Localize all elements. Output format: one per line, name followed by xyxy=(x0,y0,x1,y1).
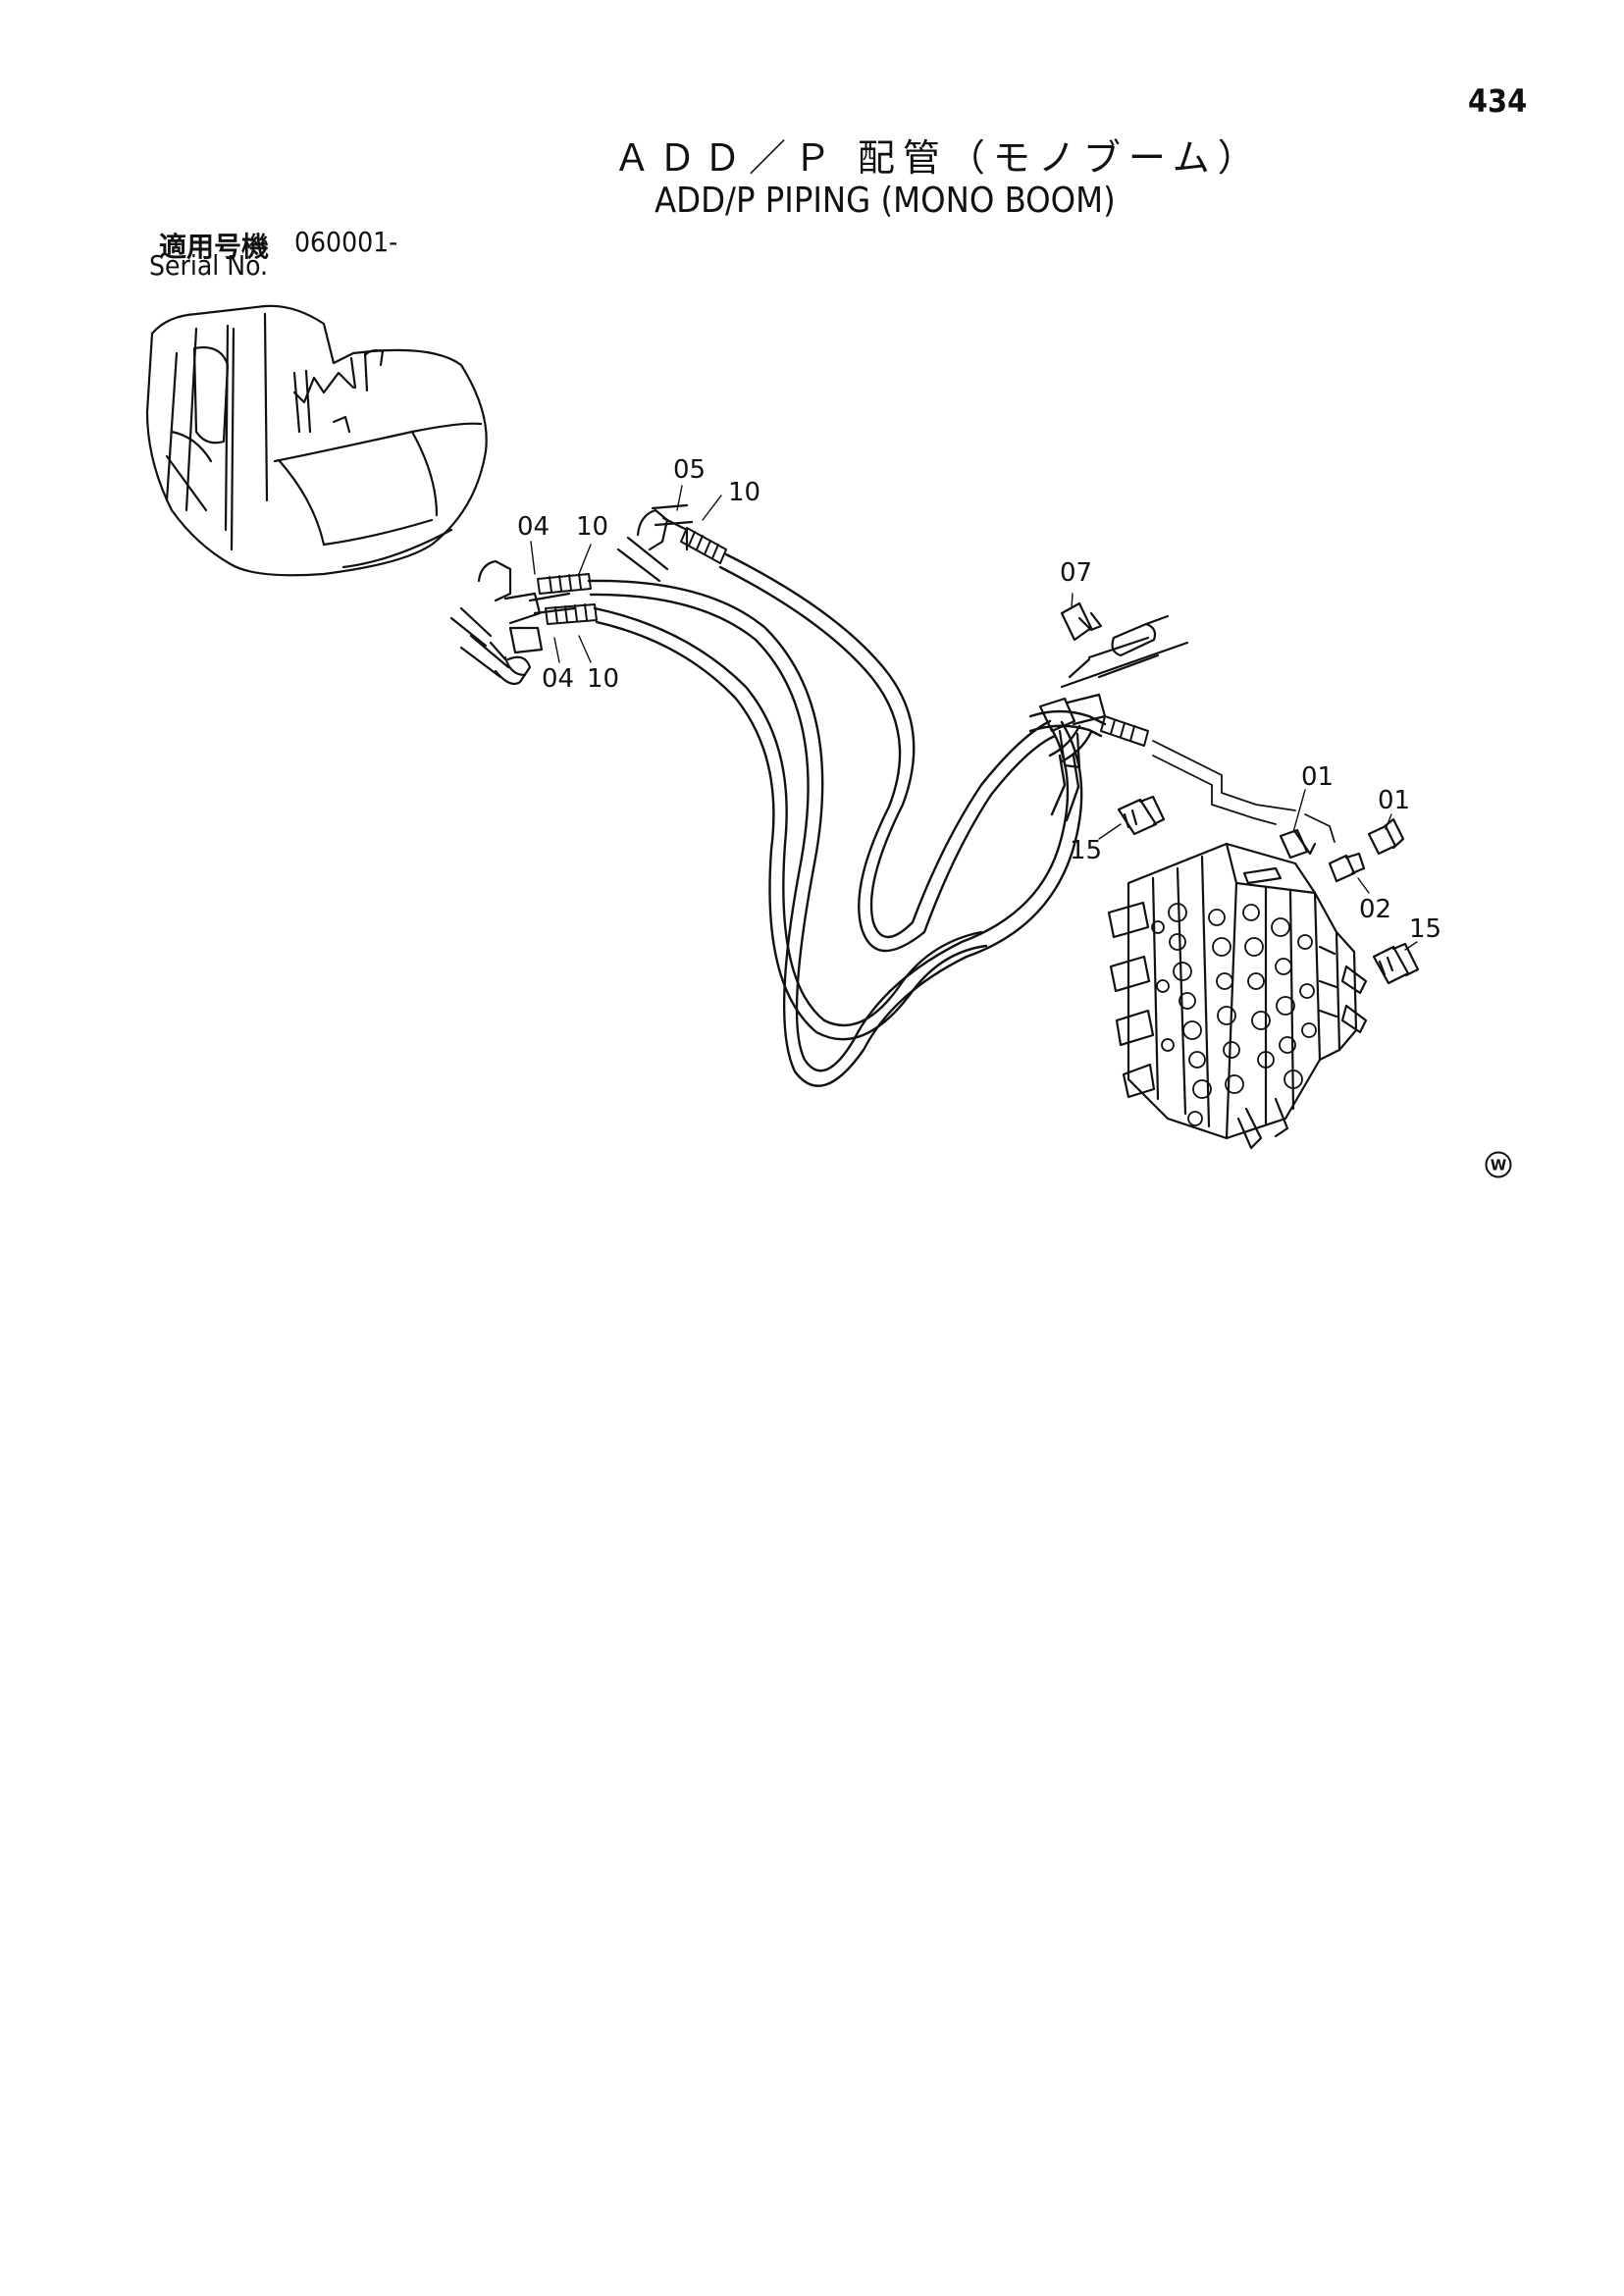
circled-w-mark: W xyxy=(1485,1151,1512,1178)
callout-04-lower: 04 xyxy=(542,664,574,694)
left-fittings xyxy=(449,503,694,686)
serial-label-english: Serial No. xyxy=(149,249,269,282)
mark-letter: W xyxy=(1491,1157,1507,1174)
hose-couplings xyxy=(537,527,1149,747)
title-japanese: ＡＤＤ／Ｐ 配管（モノブーム） xyxy=(613,136,1263,180)
tee-and-fitting-07 xyxy=(1038,601,1189,769)
callout-05: 05 xyxy=(673,455,706,485)
control-valve xyxy=(1107,842,1368,1150)
callout-15-right: 15 xyxy=(1409,914,1441,944)
callout-15-left: 15 xyxy=(1070,836,1102,865)
callout-01-left: 01 xyxy=(1301,762,1334,792)
valve-port-circles xyxy=(1151,903,1317,1126)
serial-number-value: 060001- xyxy=(294,226,398,258)
callout-10-lower: 10 xyxy=(587,664,619,694)
callout-10-upper: 10 xyxy=(576,512,608,542)
title-english: ADD/P PIPING (MONO BOOM) xyxy=(655,181,1116,221)
excavator-illustration xyxy=(145,304,488,577)
callout-01-right: 01 xyxy=(1378,786,1410,815)
callout-07: 07 xyxy=(1060,558,1092,588)
callout-10-top: 10 xyxy=(728,478,760,507)
serial-label-japanese: 適用号機 xyxy=(159,231,270,263)
hoses xyxy=(587,552,1107,1087)
pilot-line xyxy=(1152,740,1336,843)
page-number: 434 xyxy=(1468,82,1528,120)
small-fittings xyxy=(1117,795,1420,985)
callout-02: 02 xyxy=(1359,895,1391,924)
callout-04-upper: 04 xyxy=(517,512,550,542)
leader-lines xyxy=(530,485,1418,951)
